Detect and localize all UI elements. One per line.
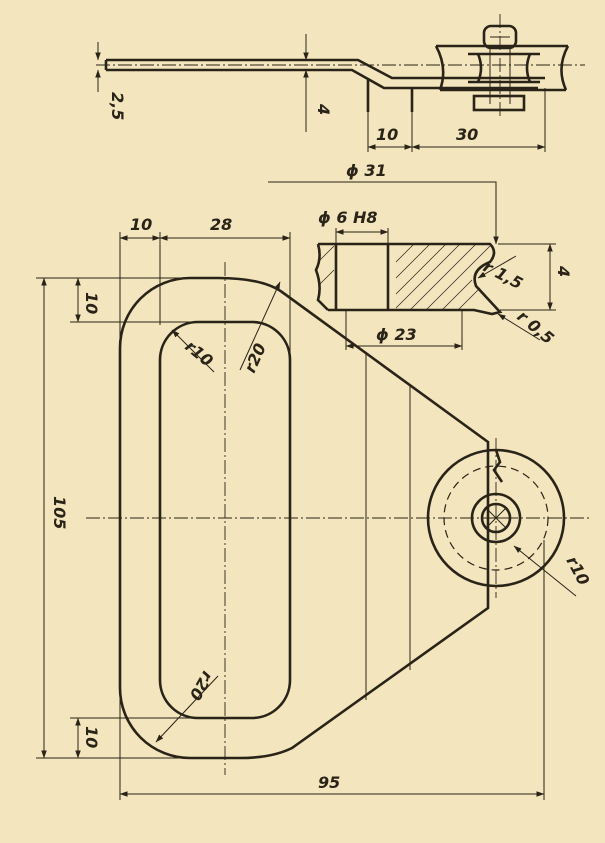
nut (472, 94, 526, 112)
dim-10-side-bottom: 10 (82, 726, 101, 748)
dim-t-4: 4 (554, 265, 573, 277)
hatched-area (317, 243, 491, 311)
boss-side (366, 78, 414, 112)
dim-r-1-5: r 1,5 (480, 257, 526, 293)
dim-r10-boss: r10 (562, 553, 593, 589)
plate-outline (118, 276, 490, 760)
dim-r10-slot: r10 (181, 337, 216, 371)
dim-r20-lower-leader (155, 675, 219, 743)
section-outline (314, 242, 503, 316)
side-view: 2,5 4 10 30 (95, 14, 585, 152)
dim-95: 95 (318, 773, 340, 792)
screw-shank (489, 48, 511, 104)
dim-r05-leader (497, 313, 541, 341)
dim-phi31-leader (268, 181, 499, 245)
dim-10-top: 10 (376, 125, 398, 144)
inner-slot (158, 320, 292, 720)
dim-10-side-top: 10 (82, 292, 101, 314)
dim-2-5: 2,5 (108, 92, 127, 120)
section-view: ϕ 31 ϕ 6 H8 r 1,5 4 (268, 161, 573, 350)
dim-phi-23: ϕ 23 (376, 325, 417, 344)
dim-r10-boss-leader (513, 545, 577, 597)
dim-105: 105 (50, 496, 69, 529)
dim-28: 28 (210, 215, 232, 234)
dim-phi-6-h8: ϕ 6 H8 (318, 208, 378, 227)
dim-r20-upper-leader (239, 281, 281, 371)
dim-r10-slot-leader (171, 329, 215, 373)
dim-30: 30 (456, 125, 478, 144)
pulley-wheel (434, 44, 570, 92)
dim-phi-31: ϕ 31 (346, 161, 387, 180)
dim-10-left: 10 (130, 215, 152, 234)
break-mark (492, 449, 504, 483)
dim-r15-leader (477, 255, 517, 279)
bore-lines (334, 244, 390, 310)
dim-r20-upper: r20 (240, 340, 270, 375)
pulley-groove (476, 53, 532, 83)
dim-4: 4 (314, 103, 333, 115)
front-view: 10 28 10 r10 r20 105 r20 10 r10 95 (36, 215, 593, 800)
dim-r20-lower: r20 (185, 668, 217, 704)
